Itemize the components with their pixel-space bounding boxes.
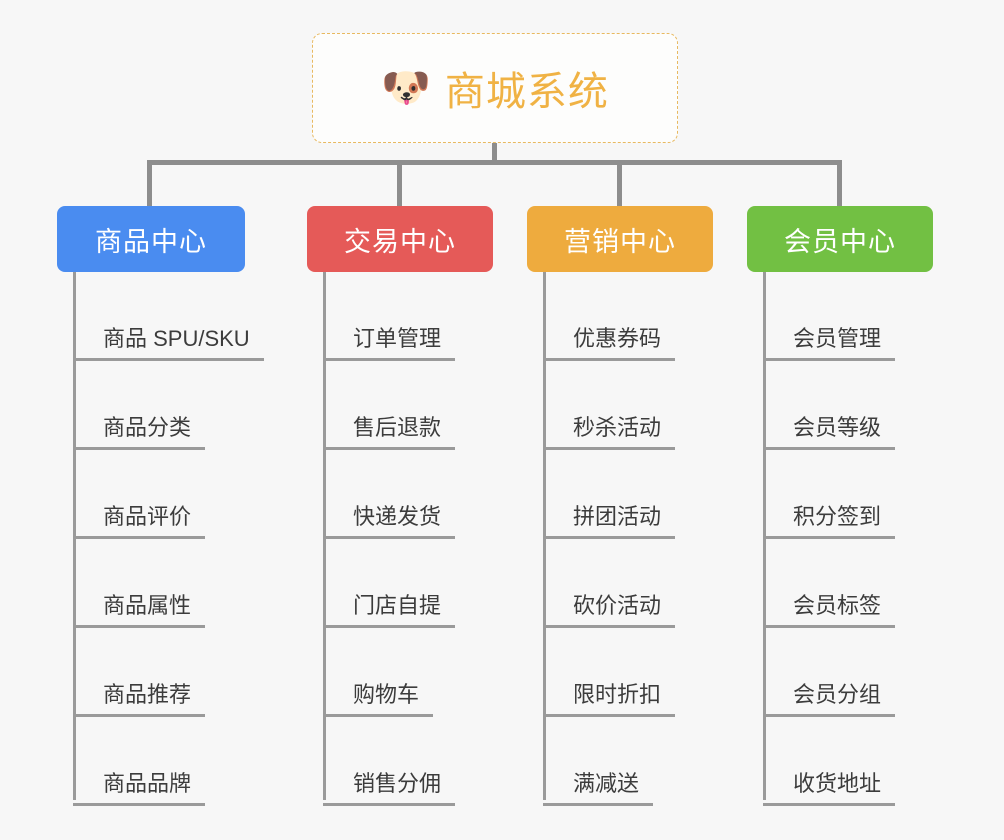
leaf-item[interactable]: 满减送 xyxy=(543,717,654,806)
leaf-item-label: 会员标签 xyxy=(793,592,882,618)
leaf-item[interactable]: 商品属性 xyxy=(73,539,206,628)
leaf-item[interactable]: 砍价活动 xyxy=(543,539,676,628)
leaf-item[interactable]: 商品评价 xyxy=(73,450,206,539)
branch-column-3: 会员中心会员管理会员等级积分签到会员标签会员分组收货地址 xyxy=(747,0,977,840)
shiba-dog-emoji-icon: 🐶 xyxy=(381,66,431,110)
leaf-item-label: 限时折扣 xyxy=(573,681,662,707)
leaf-item[interactable]: 积分签到 xyxy=(763,450,896,539)
branch-header[interactable]: 交易中心 xyxy=(307,206,493,272)
leaf-item-underline: 满减送 xyxy=(543,770,654,806)
branch-header-label: 营销中心 xyxy=(564,226,676,257)
leaf-item-underline: 优惠券码 xyxy=(543,325,676,361)
leaf-item-underline: 会员等级 xyxy=(763,414,896,450)
leaf-item-label: 快递发货 xyxy=(353,503,442,529)
leaf-item[interactable]: 订单管理 xyxy=(323,272,456,361)
leaf-item-label: 商品分类 xyxy=(103,414,192,440)
branch-header-label: 会员中心 xyxy=(784,226,896,257)
leaf-item-underline: 销售分佣 xyxy=(323,770,456,806)
branch-column-1: 交易中心订单管理售后退款快递发货门店自提购物车销售分佣 xyxy=(307,0,537,840)
leaf-item-label: 砍价活动 xyxy=(573,592,662,618)
branch-column-2: 营销中心优惠券码秒杀活动拼团活动砍价活动限时折扣满减送 xyxy=(527,0,757,840)
leaf-item-label: 会员等级 xyxy=(793,414,882,440)
leaf-item-underline: 拼团活动 xyxy=(543,503,676,539)
leaf-item[interactable]: 拼团活动 xyxy=(543,450,676,539)
leaf-item-underline: 商品推荐 xyxy=(73,681,206,717)
leaf-item-label: 售后退款 xyxy=(353,414,442,440)
leaf-item-label: 门店自提 xyxy=(353,592,442,618)
leaf-item[interactable]: 销售分佣 xyxy=(323,717,456,806)
leaf-item[interactable]: 商品 SPU/SKU xyxy=(73,272,264,361)
leaf-item[interactable]: 商品分类 xyxy=(73,361,206,450)
leaf-item-label: 商品推荐 xyxy=(103,681,192,707)
leaf-item-label: 商品属性 xyxy=(103,592,192,618)
branch-drop-connector xyxy=(397,160,402,206)
leaf-item-underline: 秒杀活动 xyxy=(543,414,676,450)
branch-header[interactable]: 商品中心 xyxy=(57,206,245,272)
leaf-item-underline: 收货地址 xyxy=(763,770,896,806)
branch-header[interactable]: 会员中心 xyxy=(747,206,933,272)
branch-drop-connector xyxy=(617,160,622,206)
leaf-item[interactable]: 购物车 xyxy=(323,628,434,717)
leaf-item-underline: 砍价活动 xyxy=(543,592,676,628)
branch-header-label: 交易中心 xyxy=(344,226,456,257)
leaf-item-label: 订单管理 xyxy=(353,325,442,351)
leaf-item-label: 商品 SPU/SKU xyxy=(103,325,250,351)
leaf-item-label: 会员分组 xyxy=(793,681,882,707)
leaf-item[interactable]: 商品品牌 xyxy=(73,717,206,806)
leaf-item-label: 商品评价 xyxy=(103,503,192,529)
leaf-item-label: 秒杀活动 xyxy=(573,414,662,440)
leaf-item-label: 商品品牌 xyxy=(103,770,192,796)
leaf-item[interactable]: 会员管理 xyxy=(763,272,896,361)
leaf-item-underline: 订单管理 xyxy=(323,325,456,361)
leaf-item-underline: 积分签到 xyxy=(763,503,896,539)
leaf-item-label: 满减送 xyxy=(573,770,640,796)
leaf-item-underline: 门店自提 xyxy=(323,592,456,628)
branch-bus-connector xyxy=(149,160,841,165)
leaf-item-underline: 购物车 xyxy=(323,681,434,717)
root-node[interactable]: 🐶 商城系统 xyxy=(312,33,678,143)
leaf-item[interactable]: 收货地址 xyxy=(763,717,896,806)
leaf-item-label: 购物车 xyxy=(353,681,420,707)
leaf-item-underline: 商品品牌 xyxy=(73,770,206,806)
branch-drop-connector xyxy=(837,160,842,206)
branch-drop-connector xyxy=(147,160,152,206)
leaf-item[interactable]: 限时折扣 xyxy=(543,628,676,717)
leaf-item[interactable]: 快递发货 xyxy=(323,450,456,539)
leaf-item-underline: 快递发货 xyxy=(323,503,456,539)
branch-header-label: 商品中心 xyxy=(95,226,207,257)
root-stem-connector xyxy=(492,143,497,163)
leaf-item-label: 会员管理 xyxy=(793,325,882,351)
leaf-item-underline: 商品属性 xyxy=(73,592,206,628)
leaf-item-label: 优惠券码 xyxy=(573,325,662,351)
leaf-item[interactable]: 会员标签 xyxy=(763,539,896,628)
leaf-item[interactable]: 优惠券码 xyxy=(543,272,676,361)
leaf-item-label: 拼团活动 xyxy=(573,503,662,529)
leaf-item-underline: 商品 SPU/SKU xyxy=(73,325,264,361)
leaf-item-label: 收货地址 xyxy=(793,770,882,796)
leaf-item[interactable]: 售后退款 xyxy=(323,361,456,450)
leaf-item[interactable]: 门店自提 xyxy=(323,539,456,628)
leaf-item-underline: 会员标签 xyxy=(763,592,896,628)
leaf-item-underline: 会员管理 xyxy=(763,325,896,361)
branch-header[interactable]: 营销中心 xyxy=(527,206,713,272)
leaf-item-underline: 商品评价 xyxy=(73,503,206,539)
leaf-item-underline: 售后退款 xyxy=(323,414,456,450)
leaf-item-underline: 商品分类 xyxy=(73,414,206,450)
leaf-item-underline: 限时折扣 xyxy=(543,681,676,717)
leaf-item[interactable]: 会员等级 xyxy=(763,361,896,450)
leaf-item-label: 积分签到 xyxy=(793,503,882,529)
leaf-item[interactable]: 秒杀活动 xyxy=(543,361,676,450)
root-title: 商城系统 xyxy=(444,70,609,114)
leaf-item[interactable]: 商品推荐 xyxy=(73,628,206,717)
branch-column-0: 商品中心商品 SPU/SKU 商品分类商品评价商品属性商品推荐商品品牌 xyxy=(57,0,287,840)
leaf-item[interactable]: 会员分组 xyxy=(763,628,896,717)
leaf-item-underline: 会员分组 xyxy=(763,681,896,717)
leaf-item-label: 销售分佣 xyxy=(353,770,442,796)
